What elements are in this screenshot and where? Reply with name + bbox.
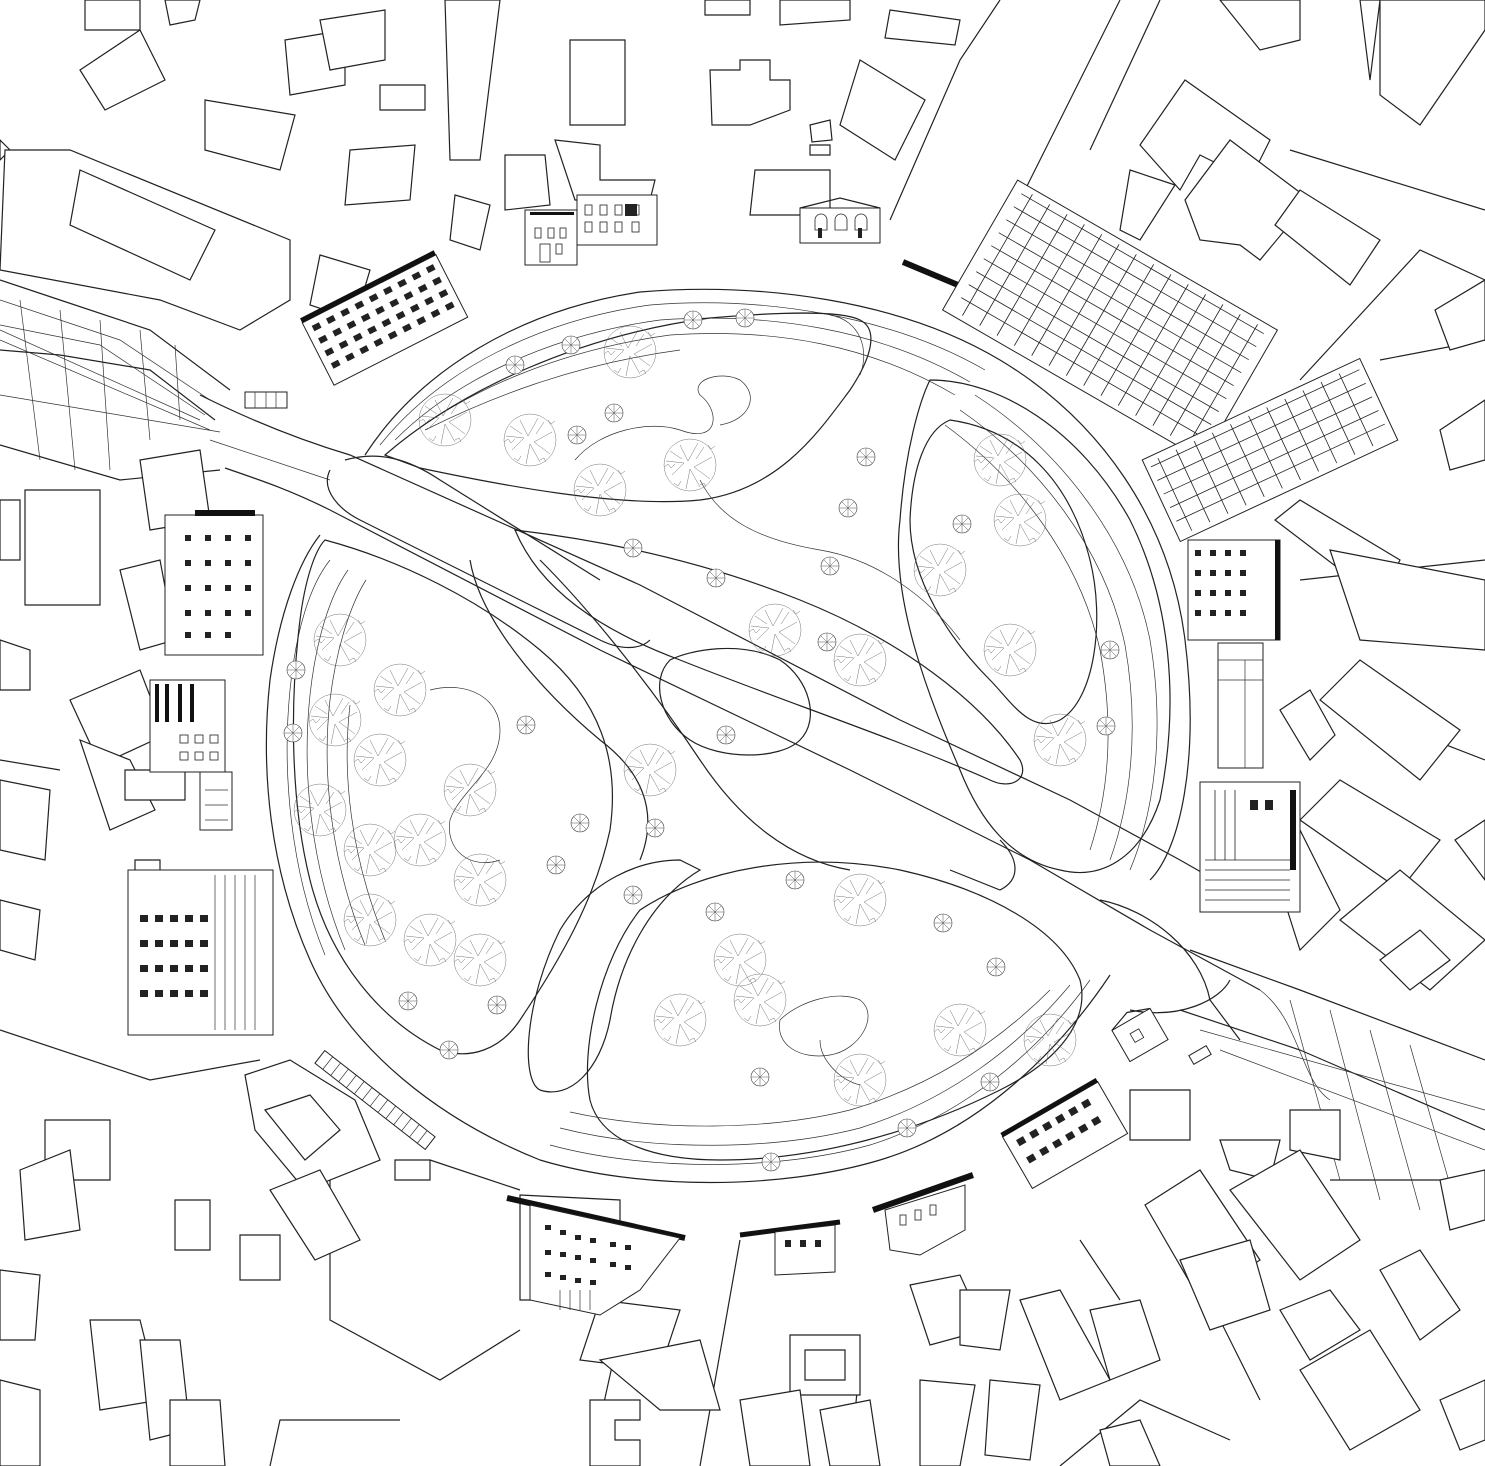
main-road [199,394,1261,1041]
trees [283,308,1120,1172]
facade-elevations [127,179,1399,1316]
roundabout-park [265,288,1191,1184]
